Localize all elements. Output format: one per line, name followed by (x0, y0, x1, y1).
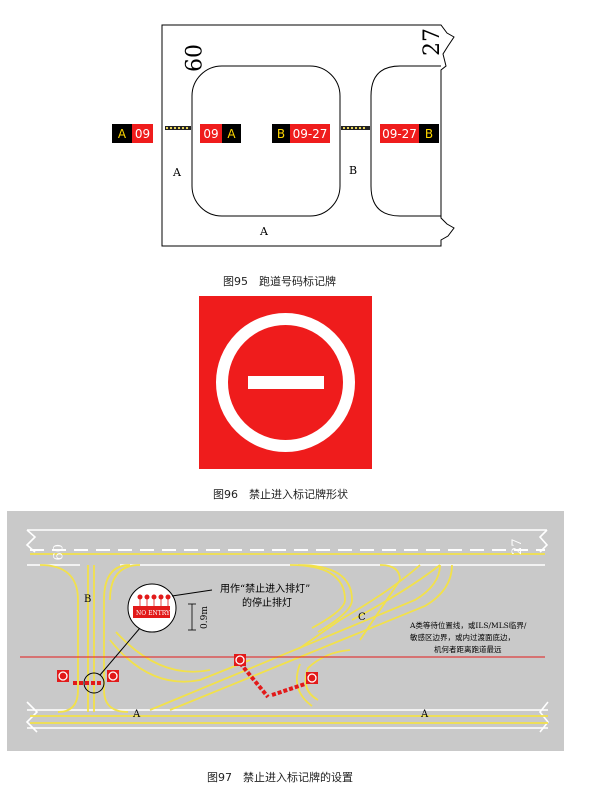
figure-97-caption: 图97 禁止进入标记牌的设置 (207, 771, 353, 784)
taxiway-label-b-fig97: B (84, 594, 91, 605)
no-entry-sign-marker-east (306, 672, 318, 684)
note-line-3: 机何者距离跑道最远 (434, 644, 502, 654)
taxiway-label-b: B (349, 164, 357, 177)
no-entry-bar (248, 376, 324, 389)
inset-sign-text: NO ENTRY (136, 610, 171, 617)
figure-96-caption: 图96 禁止进入标记牌形状 (213, 488, 348, 501)
runway-sign-diagram: 09 27 A B A (161, 24, 455, 247)
sign-09-27-b: 09-27 B (380, 124, 439, 143)
sign-part: 09-27 (290, 124, 330, 143)
dimension-label: 0.9m (200, 606, 210, 629)
taxiway-label-a-left: A (172, 166, 182, 179)
runway-number-09-fig97: 09 (49, 544, 64, 561)
sign-part: 09-27 (380, 124, 419, 143)
no-entry-sign (199, 296, 372, 469)
sign-part: B (272, 124, 290, 143)
sign-b-09-27: B 09-27 (272, 124, 330, 143)
taxiway-label-a-bottom: A (259, 225, 269, 238)
runway-number-09: 09 (179, 44, 204, 72)
sign-a-09: A 09 (112, 124, 153, 143)
no-entry-sign-marker-left (57, 670, 69, 682)
runway-number-27: 27 (420, 28, 445, 56)
taxiway-label-c-fig97: C (358, 612, 366, 623)
taxiway-label-a-fig97-left: A (132, 709, 141, 720)
sign-part: A (222, 124, 241, 143)
no-entry-sign-marker-center (234, 654, 246, 666)
sign-part: A (112, 124, 132, 143)
sign-part: B (419, 124, 439, 143)
sign-part: 09 (132, 124, 153, 143)
callout-line-1: 用作“禁止进入排灯” (220, 582, 310, 595)
sign-09-a: 09 A (200, 124, 241, 143)
sign-part: 09 (200, 124, 222, 143)
runway-number-27-fig97: 27 (510, 538, 525, 555)
taxiway-label-a-fig97-right: A (420, 709, 429, 720)
callout-line-2: 的停止排灯 (242, 596, 292, 609)
note-line-2: 敏感区边界，或内过渡面底边， (410, 632, 515, 642)
no-entry-sign-marker-right (107, 670, 119, 682)
note-line-1: A类等待位置线，或ILS/MLS临界/ (409, 620, 527, 630)
figure-95-caption: 图95 跑道号码标记牌 (223, 275, 336, 288)
